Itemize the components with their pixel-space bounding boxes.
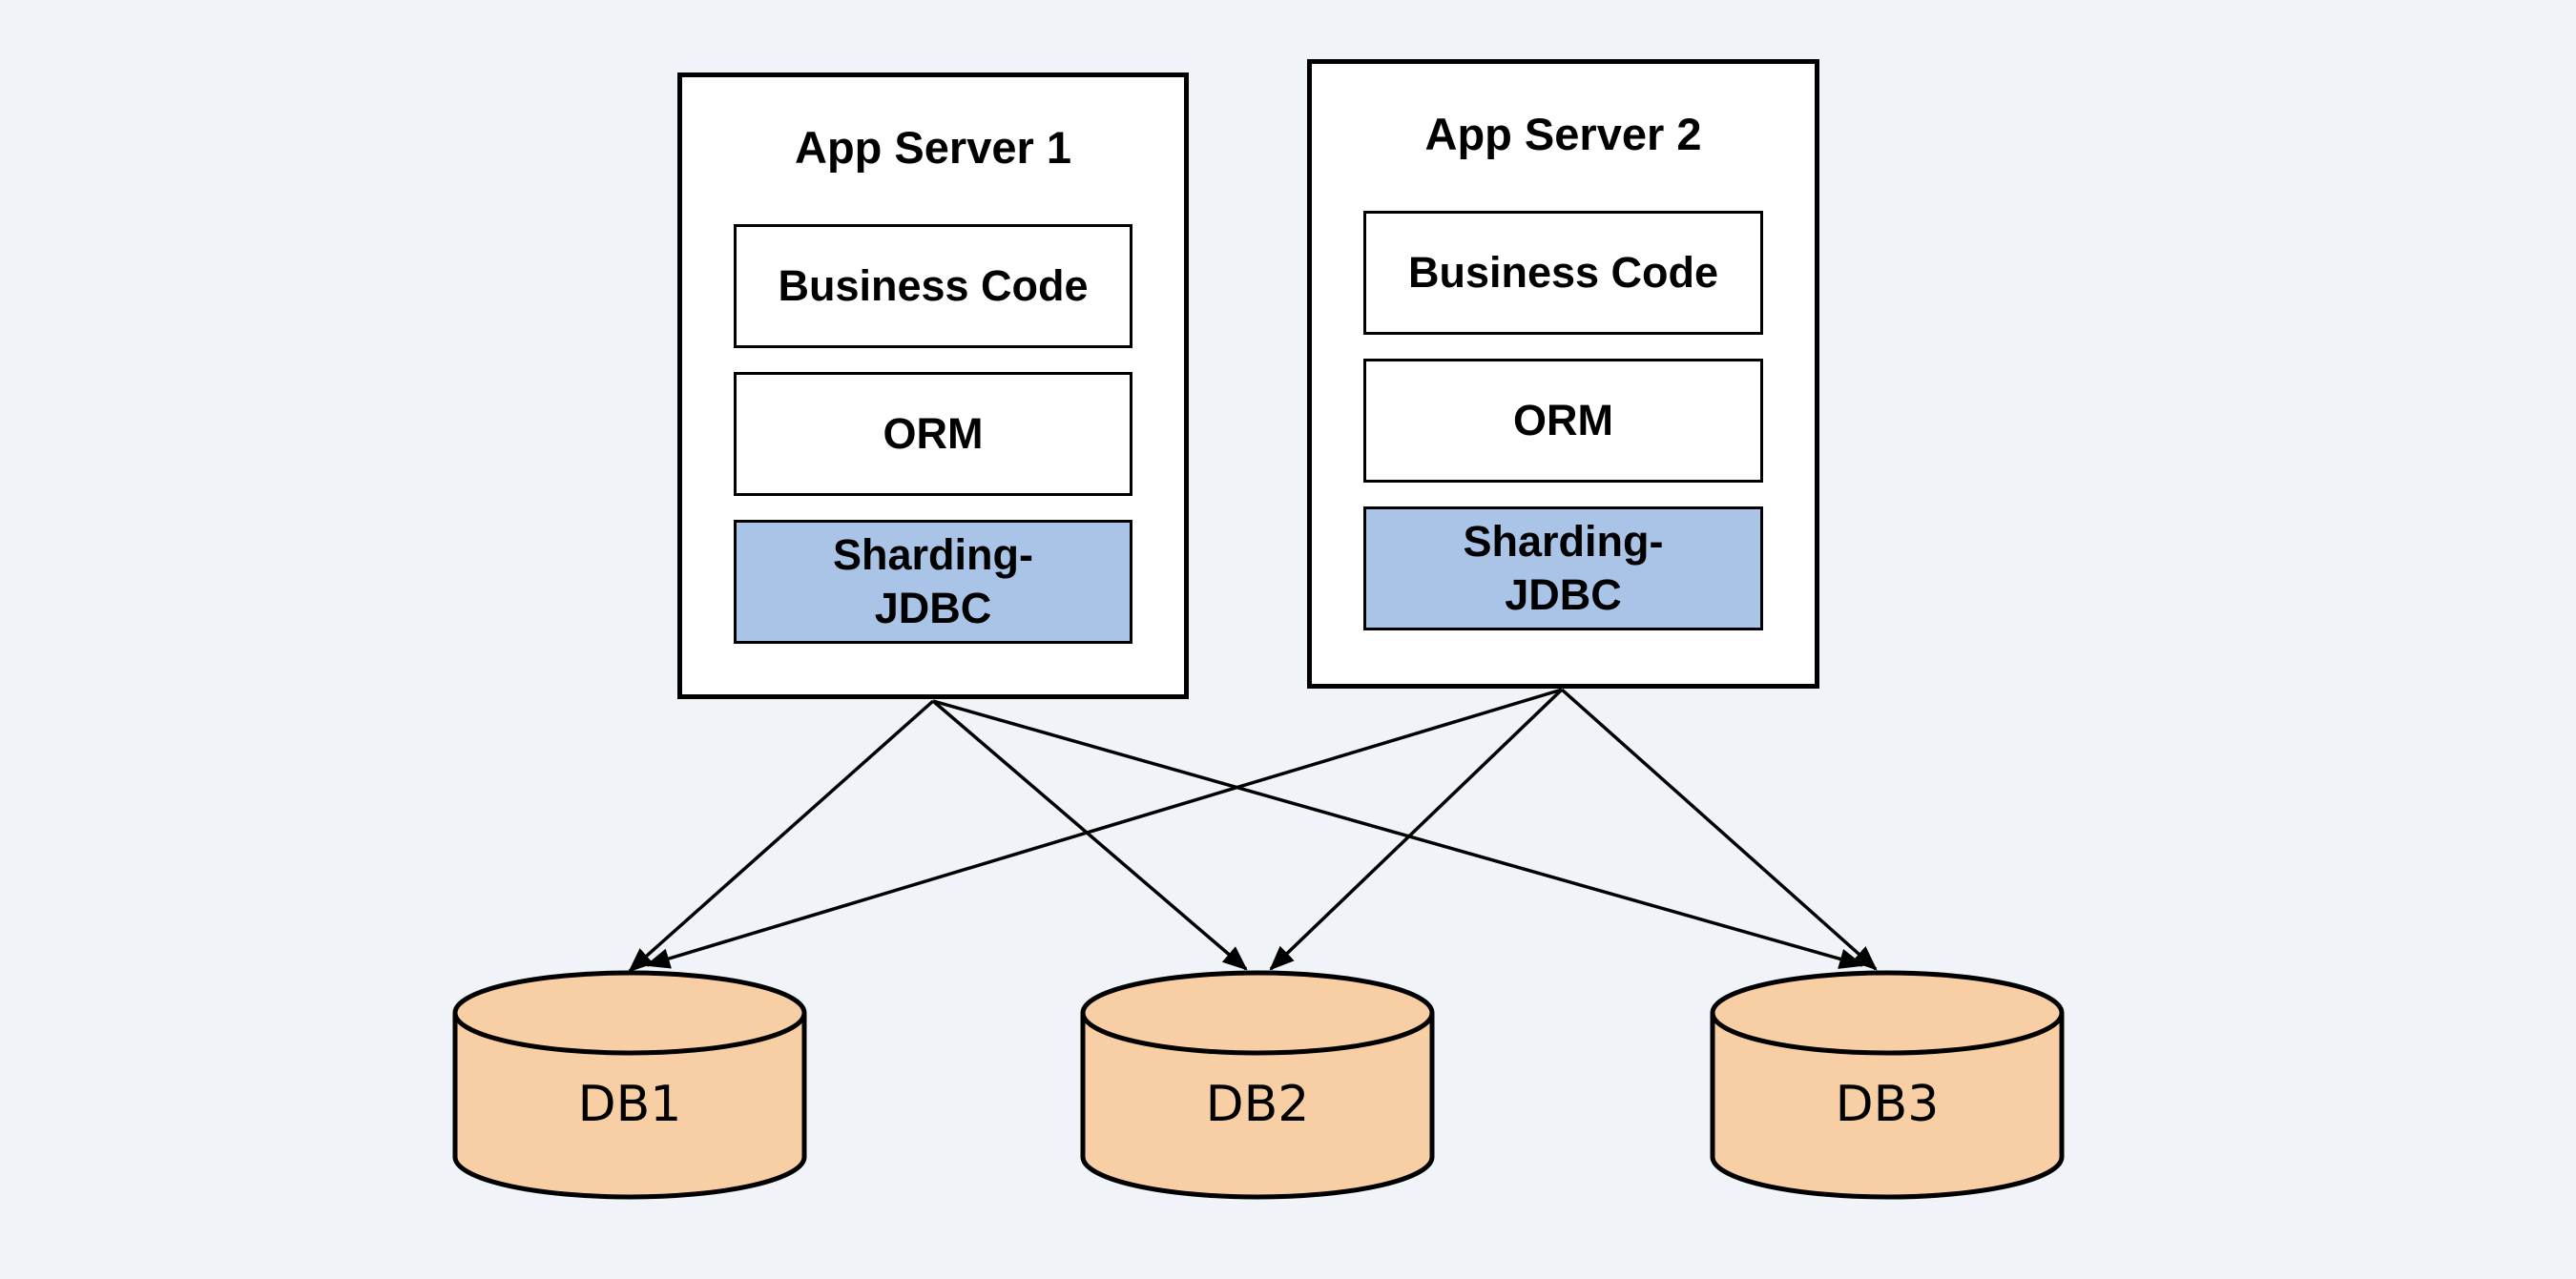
database-cylinder-db2: DB2 — [1080, 970, 1435, 1200]
app-server-2-box: App Server 2 Business Code ORM Sharding-… — [1307, 59, 1819, 689]
database-cylinder-db1: DB1 — [452, 970, 807, 1200]
app-server-2-layer-sharding-jdbc: Sharding- JDBC — [1363, 506, 1763, 630]
app-server-2-layer-business-code: Business Code — [1363, 211, 1763, 335]
db1-label: DB1 — [578, 1076, 682, 1133]
database-cylinder-db3: DB3 — [1710, 970, 2065, 1200]
app-server-1-layer-sharding-jdbc: Sharding- JDBC — [734, 520, 1132, 644]
db1-top-ellipse — [452, 970, 807, 1056]
arrow-server1-db2 — [931, 699, 1248, 971]
arrows-from-app-server-2 — [644, 688, 1878, 971]
db3-top-ellipse — [1710, 970, 2065, 1056]
app-server-1-title: App Server 1 — [795, 122, 1071, 173]
db2-top-ellipse — [1080, 970, 1435, 1056]
app-server-2-layer-orm: ORM — [1363, 359, 1763, 483]
arrow-server1-db3 — [932, 699, 1865, 969]
db3-label: DB3 — [1836, 1076, 1940, 1133]
arrows-from-app-server-1 — [628, 699, 1865, 973]
arrow-server2-db2 — [1269, 688, 1564, 971]
app-server-2-title: App Server 2 — [1424, 109, 1702, 159]
app-server-1-box: App Server 1 Business Code ORM Sharding-… — [677, 72, 1189, 699]
arrow-server2-db3 — [1560, 688, 1878, 971]
arrow-server1-db1 — [628, 699, 935, 973]
app-server-1-layer-business-code: Business Code — [734, 224, 1132, 348]
arrow-server2-db1 — [644, 688, 1563, 969]
db2-label: DB2 — [1206, 1076, 1310, 1133]
app-server-1-layer-orm: ORM — [734, 372, 1132, 496]
